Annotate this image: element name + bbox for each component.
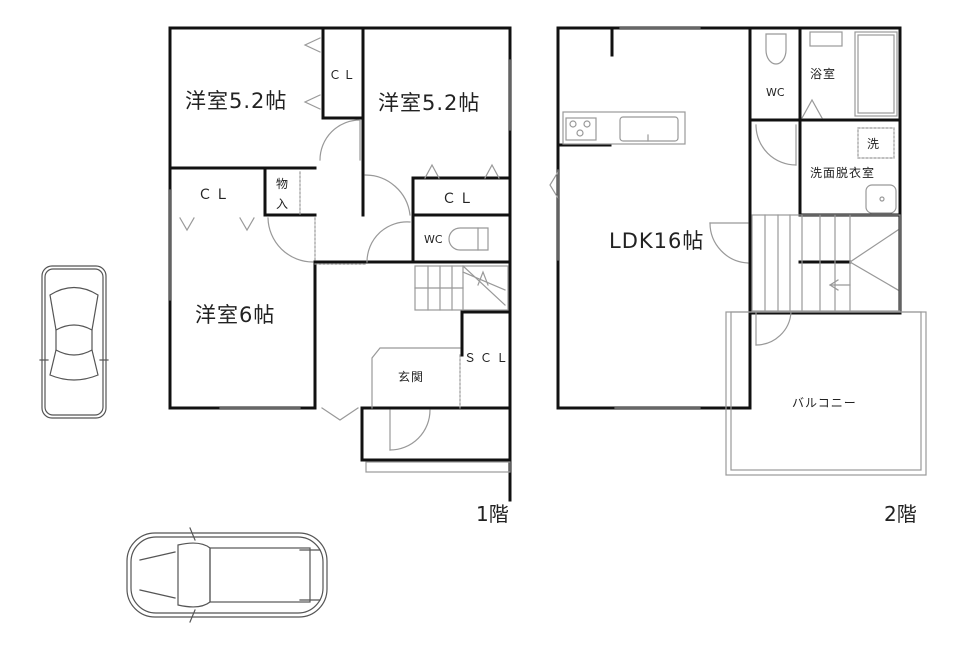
room-label-ldk: LDK16帖 xyxy=(609,229,705,253)
closet-label-c: ＣＬ xyxy=(442,191,476,207)
closet-label-b: ＣＬ xyxy=(198,187,232,203)
room-label-western-5.2-b: 洋室5.2帖 xyxy=(378,91,481,115)
washer-label: 洗 xyxy=(867,137,881,151)
wc-label-floor1: WC xyxy=(424,233,443,246)
room-label-western-6: 洋室6帖 xyxy=(195,303,276,327)
balcony-label: バルコニー xyxy=(792,396,857,410)
floor-label-1: 1階 xyxy=(476,502,509,526)
wc-label-floor2: WC xyxy=(766,86,785,99)
bathroom-label: 浴室 xyxy=(810,67,837,81)
floor2-walls xyxy=(556,26,902,410)
room-label-western-5.2-a: 洋室5.2帖 xyxy=(185,89,288,113)
floor1-thin-lines xyxy=(169,37,511,473)
washroom-label: 洗面脱衣室 xyxy=(810,166,876,180)
closet-label-a: ＣＬ xyxy=(329,68,358,82)
storage-label: 物入 xyxy=(276,177,290,211)
car-icon-vertical xyxy=(39,265,109,419)
floor2-thin-lines xyxy=(549,27,927,476)
shoe-closet-label: ＳＣＬ xyxy=(464,351,513,365)
car-icon-horizontal xyxy=(126,527,328,623)
entrance-label: 玄関 xyxy=(398,370,425,384)
floor-label-2: 2階 xyxy=(884,502,917,526)
